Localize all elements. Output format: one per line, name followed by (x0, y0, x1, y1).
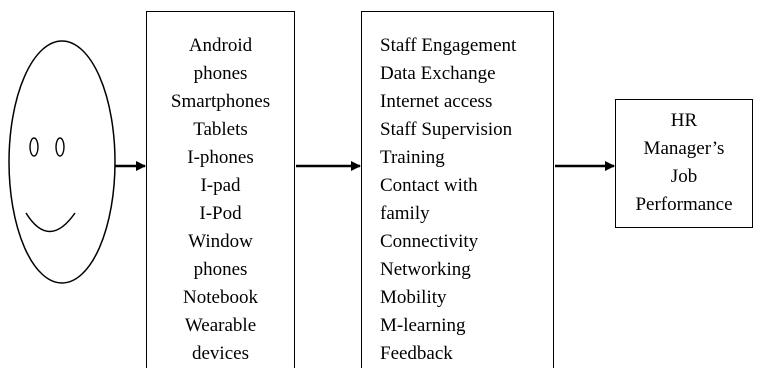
smile-mouth (25, 212, 76, 233)
use-line: Mobility (380, 287, 447, 308)
device-line: Notebook (183, 287, 258, 308)
device-line: I-phones (187, 147, 254, 168)
outcome-line: HR (670, 110, 698, 131)
device-line: Smartphones (170, 91, 271, 112)
outcome-line: Manager’s (643, 138, 725, 159)
use-line: Data Exchange (380, 63, 496, 84)
use-line: M-learning (380, 315, 466, 336)
right-eye (55, 137, 65, 157)
job-performance-box: HR Manager’s Job Performance (615, 99, 753, 228)
use-line: Networking (380, 259, 471, 280)
use-line: Training (380, 147, 445, 168)
device-line: devices (192, 343, 249, 364)
use-line: Internet access (380, 91, 493, 112)
device-line: Tablets (193, 119, 248, 140)
mobile-devices-box: Android phones Smartphones Tablets I-pho… (146, 11, 295, 368)
use-line: family (380, 203, 430, 224)
device-line: phones (193, 259, 248, 280)
face-outline (8, 40, 116, 284)
device-line: I-Pod (199, 203, 242, 224)
use-line: Feedback (380, 343, 453, 364)
outcome-line: Performance (635, 194, 733, 215)
mobile-uses-box: Staff Engagement Data Exchange Internet … (361, 11, 554, 368)
device-line: Window (188, 231, 253, 252)
use-line: Connectivity (380, 231, 479, 252)
use-line: Staff Supervision (380, 119, 513, 140)
device-line: Android (188, 35, 253, 56)
smiley-face-icon (8, 40, 116, 284)
device-line: Wearable (184, 315, 257, 336)
device-line: I-pad (200, 175, 241, 196)
outcome-line: Job (670, 166, 698, 187)
use-line: Staff Engagement (380, 35, 517, 56)
left-eye (29, 137, 39, 157)
device-line: phones (193, 63, 248, 84)
use-line: Contact with (380, 175, 478, 196)
